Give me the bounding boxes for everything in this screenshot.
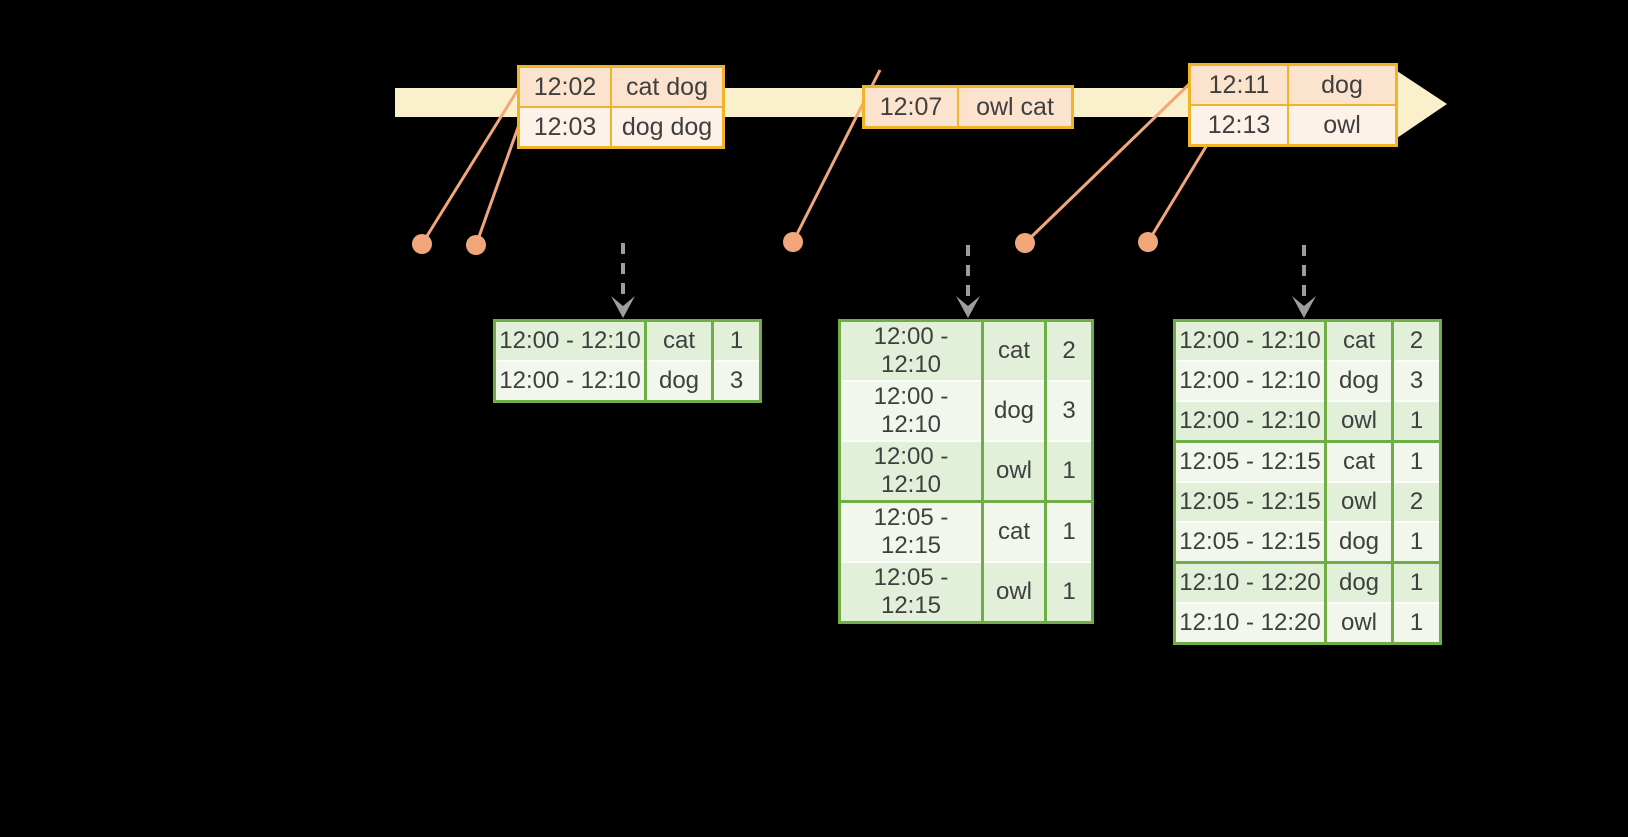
count-cell: 1: [1391, 561, 1441, 603]
event-table-3: 12:11 dog 12:13 owl: [1188, 63, 1398, 147]
count-cell: 3: [711, 360, 761, 402]
result-row: 12:00 - 12:10 dog 3: [1174, 360, 1441, 401]
result-row: 12:00 - 12:10 owl 1: [1174, 400, 1441, 442]
word-cell: owl: [981, 561, 1046, 623]
down-arrow-icon: [1292, 296, 1316, 318]
result-row: 12:05 - 12:15 cat 1: [839, 500, 1093, 562]
result-row: 12:00 - 12:10 dog 3: [839, 380, 1093, 441]
down-arrow-icon: [956, 296, 980, 318]
event-dot: [412, 234, 432, 254]
window-cell: 12:00 - 12:10: [1174, 320, 1326, 361]
event-connector-line: [1023, 62, 1212, 245]
count-cell: 1: [1391, 400, 1441, 442]
window-cell: 12:00 - 12:10: [839, 320, 983, 381]
event-words-cell: owl cat: [957, 85, 1074, 129]
event-row: 12:02 cat dog: [517, 65, 725, 108]
count-cell: 1: [1044, 440, 1093, 502]
event-time-cell: 12:13: [1188, 104, 1289, 147]
result-table-2: 12:00 - 12:10 cat 2 12:00 - 12:10 dog 3 …: [838, 319, 1094, 624]
count-cell: 3: [1391, 360, 1441, 401]
result-row: 12:00 - 12:10 dog 3: [494, 360, 761, 402]
result-row: 12:00 - 12:10 cat 2: [839, 320, 1093, 381]
event-words-cell: owl: [1287, 104, 1398, 147]
window-cell: 12:10 - 12:20: [1174, 561, 1326, 603]
window-cell: 12:05 - 12:15: [1174, 521, 1326, 563]
timeline-arrowhead-icon: [1397, 71, 1447, 138]
word-cell: dog: [644, 360, 713, 402]
window-cell: 12:05 - 12:15: [1174, 440, 1326, 482]
window-cell: 12:00 - 12:10: [494, 360, 646, 402]
count-cell: 1: [1391, 521, 1441, 563]
word-cell: cat: [1324, 440, 1393, 482]
result-row: 12:10 - 12:20 dog 1: [1174, 561, 1441, 603]
event-row: 12:07 owl cat: [862, 85, 1074, 129]
word-cell: owl: [1324, 400, 1393, 442]
event-table-1: 12:02 cat dog 12:03 dog dog: [517, 65, 725, 149]
count-cell: 1: [1391, 602, 1441, 644]
word-cell: cat: [1324, 320, 1393, 361]
word-cell: cat: [981, 500, 1046, 562]
result-row: 12:05 - 12:15 dog 1: [1174, 521, 1441, 563]
count-cell: 2: [1391, 320, 1441, 361]
event-time-cell: 12:07: [862, 85, 959, 129]
result-row: 12:05 - 12:15 owl 1: [839, 561, 1093, 623]
word-cell: cat: [644, 320, 713, 361]
event-words-cell: cat dog: [610, 65, 725, 108]
down-arrow-icon: [611, 296, 635, 318]
word-cell: dog: [1324, 521, 1393, 563]
event-dot: [1138, 232, 1158, 252]
result-row: 12:10 - 12:20 owl 1: [1174, 602, 1441, 644]
count-cell: 1: [1044, 561, 1093, 623]
word-cell: owl: [1324, 481, 1393, 522]
result-row: 12:00 - 12:10 owl 1: [839, 440, 1093, 502]
result-table-3: 12:00 - 12:10 cat 2 12:00 - 12:10 dog 3 …: [1173, 319, 1442, 645]
word-cell: owl: [981, 440, 1046, 502]
count-cell: 1: [1391, 440, 1441, 482]
event-dot: [466, 235, 486, 255]
result-row: 12:00 - 12:10 cat 2: [1174, 320, 1441, 361]
window-cell: 12:05 - 12:15: [1174, 481, 1326, 522]
word-cell: dog: [1324, 561, 1393, 603]
window-cell: 12:00 - 12:10: [1174, 400, 1326, 442]
word-cell: owl: [1324, 602, 1393, 644]
result-table-1: 12:00 - 12:10 cat 1 12:00 - 12:10 dog 3: [493, 319, 762, 403]
event-words-cell: dog dog: [610, 106, 725, 149]
window-cell: 12:00 - 12:10: [494, 320, 646, 361]
word-cell: cat: [981, 320, 1046, 381]
count-cell: 2: [1044, 320, 1093, 381]
event-words-cell: dog: [1287, 63, 1398, 106]
event-time-cell: 12:03: [517, 106, 612, 149]
result-row: 12:00 - 12:10 cat 1: [494, 320, 761, 361]
count-cell: 1: [1044, 500, 1093, 562]
event-dot: [783, 232, 803, 252]
window-cell: 12:00 - 12:10: [839, 380, 983, 441]
event-row: 12:03 dog dog: [517, 106, 725, 149]
event-connector-line: [420, 69, 532, 245]
count-cell: 3: [1044, 380, 1093, 441]
event-dot: [1015, 233, 1035, 253]
result-row: 12:05 - 12:15 owl 2: [1174, 481, 1441, 522]
result-row: 12:05 - 12:15 cat 1: [1174, 440, 1441, 482]
word-cell: dog: [981, 380, 1046, 441]
event-time-cell: 12:11: [1188, 63, 1289, 106]
count-cell: 2: [1391, 481, 1441, 522]
window-cell: 12:05 - 12:15: [839, 500, 983, 562]
event-table-2: 12:07 owl cat: [862, 85, 1074, 129]
event-row: 12:13 owl: [1188, 104, 1398, 147]
event-row: 12:11 dog: [1188, 63, 1398, 106]
window-cell: 12:00 - 12:10: [1174, 360, 1326, 401]
window-cell: 12:10 - 12:20: [1174, 602, 1326, 644]
count-cell: 1: [711, 320, 761, 361]
window-cell: 12:05 - 12:15: [839, 561, 983, 623]
word-cell: dog: [1324, 360, 1393, 401]
event-time-cell: 12:02: [517, 65, 612, 108]
window-cell: 12:00 - 12:10: [839, 440, 983, 502]
